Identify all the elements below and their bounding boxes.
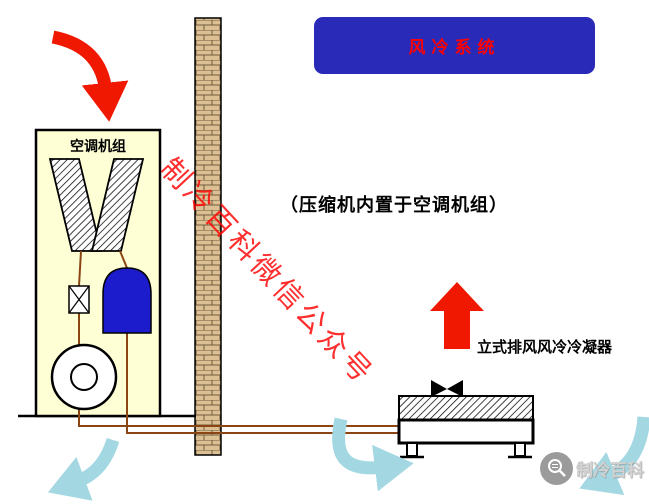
logo-text: 制冷百科	[576, 461, 644, 480]
logo-circle	[540, 452, 573, 485]
condenser-label: 立式排风风冷冷凝器	[477, 339, 613, 356]
airflow-arrow-middle-icon	[332, 417, 414, 492]
blower-fan-icon	[50, 343, 118, 411]
condenser-fan-icon	[428, 380, 466, 398]
magnifier-icon	[547, 458, 566, 477]
condenser-grille	[398, 395, 534, 421]
airflow-arrows	[47, 416, 649, 501]
airflow-arrow-left-icon	[47, 437, 120, 501]
banner-label: 风冷系统	[408, 38, 501, 57]
expansion-valve	[68, 285, 90, 314]
airflow-arrow-right-icon	[579, 416, 649, 496]
title-banner: 风冷系统	[314, 17, 595, 74]
red-curved-arrow-icon	[51, 30, 129, 122]
brand-logo: 制冷百科	[540, 452, 644, 485]
compressor-note: （压缩机内置于空调机组）	[280, 195, 508, 215]
compressor	[102, 267, 152, 334]
brick-wall	[194, 17, 222, 456]
condenser-legs	[400, 442, 532, 459]
condenser-body	[397, 418, 535, 445]
ac-unit-label: 空调机组	[70, 138, 126, 154]
red-up-arrow-icon	[430, 282, 484, 349]
